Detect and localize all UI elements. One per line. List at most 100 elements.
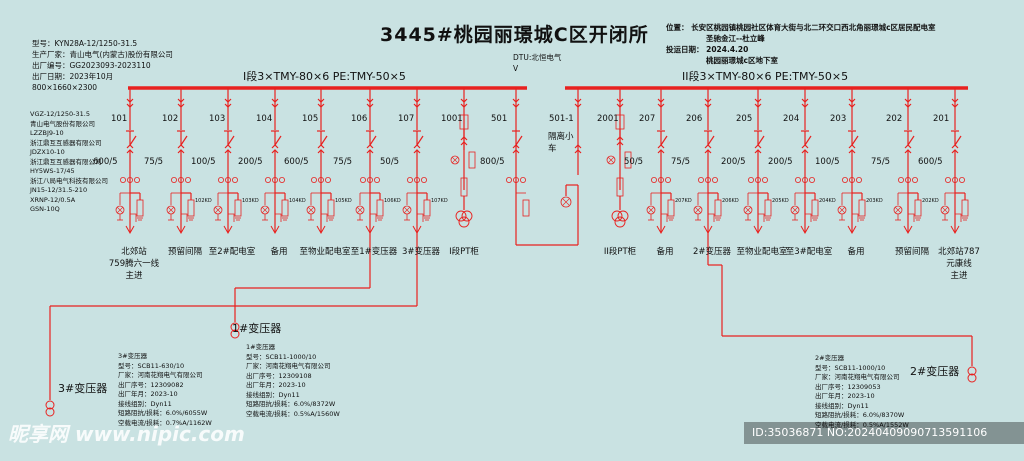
cabinet-name: 3#变压器 bbox=[401, 247, 441, 257]
feeder-right-206-ct-coil bbox=[698, 176, 705, 183]
feeder-right-205-voltage-x bbox=[744, 206, 752, 214]
feeder-left-106-breaker-blade bbox=[369, 135, 377, 146]
feeder-right-201-contact-top bbox=[951, 98, 959, 108]
cabinet-number: 207 bbox=[639, 114, 656, 124]
ct-ratio: 600/5 bbox=[284, 157, 309, 167]
page-title: 3445#桃园丽璟城C区开闭所 bbox=[380, 24, 649, 46]
cabinet-number: 102 bbox=[162, 114, 179, 124]
feeder-right-202-arrester bbox=[914, 199, 922, 217]
feeder-right-206-ct-coil bbox=[712, 176, 719, 183]
room-text: 桃园丽璟城c区地下室 bbox=[706, 56, 778, 65]
feeder-right-201-ct-coil bbox=[945, 176, 952, 183]
feeder-left-104-earth-switch bbox=[275, 213, 282, 222]
t1-spec-line: 厂家：河南花翔电气有限公司 bbox=[246, 362, 331, 370]
watermark: 昵享网 www.nipic.com bbox=[8, 422, 245, 446]
cabinet-number: 104 bbox=[256, 114, 273, 124]
location-block: 位置： 长安区桃园镇桃园社区体育大街与北二环交口西北角丽璟城c区居民配电室 圣驰… bbox=[666, 22, 936, 66]
t3-spec-line: 型号：SCB11-630/10 bbox=[118, 361, 185, 370]
cabinet-number: 204 bbox=[783, 114, 800, 124]
cabinet-number: 206 bbox=[686, 114, 703, 124]
feeder-left-107-breaker-blade bbox=[416, 135, 424, 146]
feeder-right-204-ct-coil bbox=[795, 176, 802, 183]
feeder-left-107-contact-top bbox=[413, 98, 421, 108]
feeder-left-102-ct-coil bbox=[184, 176, 191, 183]
pt-cabinet-1-indicator bbox=[450, 155, 460, 165]
cabinet-name: 至物业配电室 bbox=[736, 247, 788, 257]
t3-spec-line: 厂家：河南花翔电气有限公司 bbox=[118, 371, 203, 379]
panel-code: 202KD bbox=[922, 198, 939, 204]
feeder-left-105-ct-coil bbox=[310, 176, 317, 183]
t2-spec-line: 接线组别：Dyn11 bbox=[815, 401, 869, 410]
feeder-left-105-ct-coil bbox=[317, 176, 324, 183]
feeder-left-102-arrester bbox=[187, 199, 195, 217]
feeder-right-205-earth-switch bbox=[758, 213, 765, 222]
feeder-right-201-earth-switch bbox=[955, 213, 962, 222]
pt-cabinet-2-indicator bbox=[606, 155, 616, 165]
feeder-left-102-ct-coil bbox=[177, 176, 184, 183]
tie-label: 隔离小 车 bbox=[548, 132, 574, 154]
ct-ratio: 75/5 bbox=[333, 157, 353, 167]
t1-spec-line: 出厂年月：2023-10 bbox=[246, 381, 306, 389]
pt-cabinet-1-contact-bottom bbox=[460, 136, 468, 146]
feeder-right-202-ct-coil bbox=[912, 176, 919, 183]
tie-breaker-501-contact-top bbox=[512, 98, 520, 108]
t3-spec-line: 空载电流/损耗：0.7%A/1162W bbox=[118, 418, 212, 427]
t3-symbol-a bbox=[45, 400, 55, 410]
feeder-left-106-voltage-x bbox=[356, 206, 364, 214]
t1-symbol-b bbox=[230, 329, 240, 339]
ct-ratio: 75/5 bbox=[144, 157, 164, 167]
cabinet-name: 备用 bbox=[270, 247, 288, 257]
pt-cabinet-2-pt-c bbox=[614, 216, 626, 228]
feeder-left-101-ct-coil bbox=[120, 176, 127, 183]
feeder-right-204-ct-coil bbox=[802, 176, 809, 183]
feeder-right-207-arrester bbox=[667, 199, 675, 217]
pt-cabinet-2-contact-bottom bbox=[616, 136, 624, 146]
cabinet-name: 至1#变压器 bbox=[350, 247, 398, 257]
dtu-v-text: V bbox=[513, 64, 519, 73]
feeder-right-207-outgoing-arrow bbox=[656, 225, 666, 235]
feeder-left-103-arrester bbox=[234, 199, 242, 217]
ct-ratio: 800/5 bbox=[480, 157, 505, 167]
feeder-right-202-outgoing-arrow bbox=[903, 225, 913, 235]
component-spec-line: 青山电气股份有限公司 bbox=[30, 119, 95, 128]
feeder-left-105-arrester bbox=[327, 199, 335, 217]
panel-code: 205KD bbox=[772, 198, 789, 204]
cabinet-number: 106 bbox=[351, 114, 368, 124]
feeder-right-205-ct-coil bbox=[748, 176, 755, 183]
feeder-right-203-ct-coil bbox=[842, 176, 849, 183]
tie-breaker-501-contact-bottom bbox=[512, 144, 520, 154]
t1-spec-line: 型号：SCB11-1000/10 bbox=[246, 352, 317, 361]
component-spec-line: 浙江鼎互互感器有限公司 bbox=[30, 138, 102, 147]
feeder-left-107-arrester bbox=[423, 199, 431, 217]
feeder-left-105-voltage-x bbox=[307, 206, 315, 214]
feeder-right-205-ct-coil bbox=[762, 176, 769, 183]
t2-symbol-b bbox=[967, 373, 977, 383]
cabinet-name: 2#变压器 bbox=[692, 247, 732, 257]
t2-spec-line: 出厂序号：12309053 bbox=[815, 382, 881, 391]
cabinet-number: 103 bbox=[209, 114, 226, 124]
feeder-right-204-arrester bbox=[811, 199, 819, 217]
feeder-left-101-voltage-x bbox=[116, 206, 124, 214]
feeder-right-204-contact-top bbox=[801, 98, 809, 108]
feeder-left-106-arrester bbox=[376, 199, 384, 217]
feeder-right-203-ct-coil bbox=[856, 176, 863, 183]
feeder-right-206-ct-coil bbox=[705, 176, 712, 183]
feeder-left-101-outgoing-arrow bbox=[125, 225, 135, 235]
bus-left-label: I段3×TMY-80×6 PE:TMY-50×5 bbox=[243, 70, 406, 83]
feeder-right-204-breaker-blade bbox=[804, 135, 812, 146]
pt-cabinet-2-arrester bbox=[624, 151, 632, 169]
feeder-right-203-earth-switch bbox=[852, 213, 859, 222]
feeder-left-103-voltage-x bbox=[214, 206, 222, 214]
panel-code: 206KD bbox=[722, 198, 739, 204]
feeder-left-107-ct-coil bbox=[420, 176, 427, 183]
feeder-left-105-contact-top bbox=[317, 98, 325, 108]
feeder-left-103-ct-coil bbox=[217, 176, 224, 183]
cabinet-name: 备用 bbox=[847, 247, 865, 257]
feeder-left-101-contact-top bbox=[126, 98, 134, 108]
pt-cabinet-1-pt-c bbox=[458, 216, 470, 228]
feeder-right-202-ct-coil bbox=[905, 176, 912, 183]
t1-spec-line: 空载电流/损耗：0.5%A/1560W bbox=[246, 409, 340, 418]
